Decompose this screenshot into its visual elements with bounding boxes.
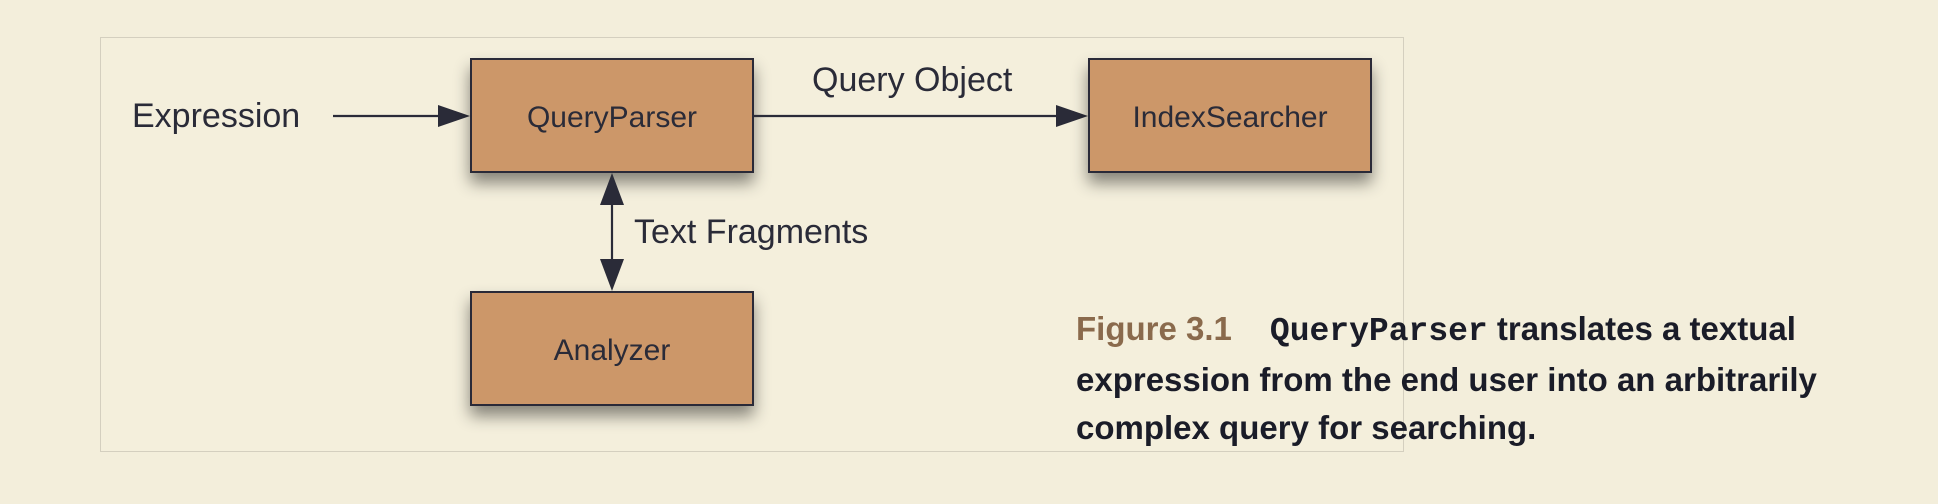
figure-number: Figure 3.1: [1076, 310, 1232, 347]
queryparser-node: QueryParser: [470, 58, 754, 173]
analyzer-node: Analyzer: [470, 291, 754, 406]
analyzer-label: Analyzer: [554, 334, 671, 367]
expression-arrow: [333, 105, 470, 127]
indexsearcher-label: IndexSearcher: [1132, 101, 1327, 134]
indexsearcher-node: IndexSearcher: [1088, 58, 1372, 173]
query-object-label: Query Object: [812, 61, 1013, 99]
text-fragments-label: Text Fragments: [634, 213, 868, 251]
caption-code-term: QueryParser: [1269, 313, 1488, 350]
text-fragments-arrow: [600, 173, 624, 291]
expression-label: Expression: [132, 97, 300, 135]
caption-text: translates a textual expression from the…: [1076, 310, 1817, 446]
query-object-arrow: [753, 105, 1088, 127]
figure-caption: Figure 3.1 QueryParser translates a textu…: [1076, 305, 1856, 452]
queryparser-label: QueryParser: [527, 101, 697, 134]
